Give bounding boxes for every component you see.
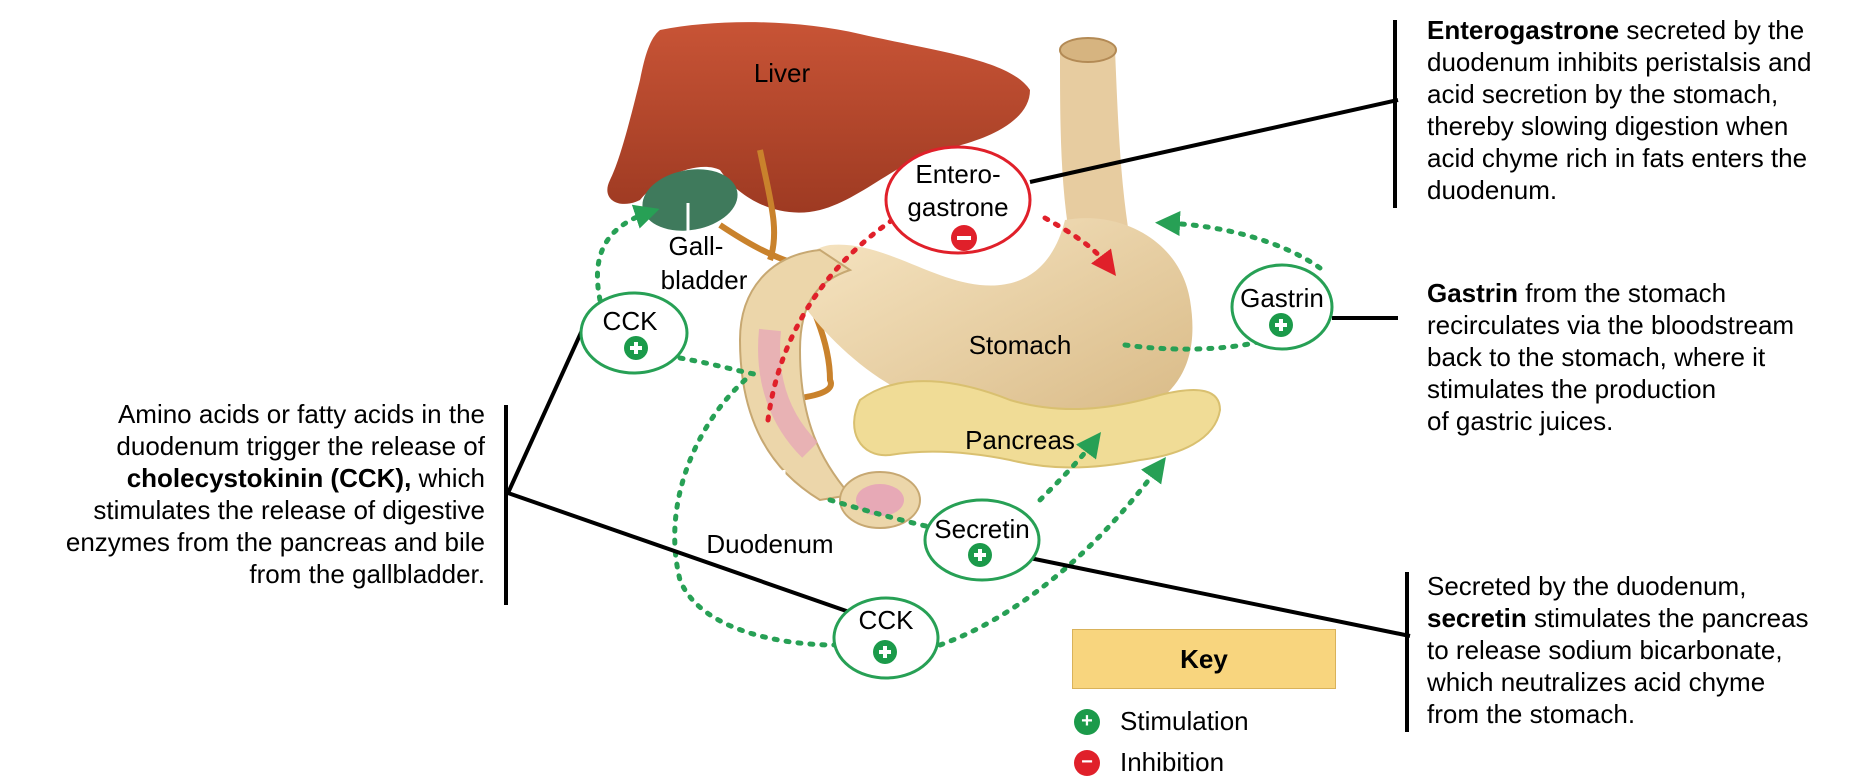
hormone-cck-lower: CCK (834, 598, 938, 678)
gastrin-label: Gastrin (1240, 283, 1324, 313)
desc-text: from the stomach. (1427, 698, 1809, 730)
hormone-gastrin: Gastrin (1232, 265, 1332, 349)
gastrin-term: Gastrin (1427, 278, 1518, 308)
secretin-term: secretin (1427, 603, 1527, 633)
desc-text: stimulates the production (1427, 373, 1794, 405)
enterogastrone-label-2: gastrone (907, 192, 1008, 222)
desc-text: duodenum trigger the release of (66, 430, 485, 462)
cck-description: Amino acids or fatty acids in the duoden… (66, 398, 485, 590)
desc-text: of gastric juices. (1427, 405, 1794, 437)
key-title-text: Key (1180, 644, 1228, 675)
stomach-label: Stomach (969, 330, 1072, 360)
desc-text: enzymes from the pancreas and bile (66, 526, 485, 558)
gallbladder-label-2: bladder (661, 265, 748, 295)
desc-text: duodenum inhibits peristalsis and (1427, 46, 1811, 78)
desc-text: from the gallbladder. (66, 558, 485, 590)
hormone-secretin: Secretin (925, 500, 1039, 580)
duodenum-label: Duodenum (706, 529, 833, 559)
key-inhibition: − Inhibition (1074, 747, 1224, 778)
desc-text: which neutralizes acid chyme (1427, 666, 1809, 698)
cck-bracket (504, 405, 508, 605)
key-title: Key (1072, 629, 1336, 689)
secretin-bracket (1405, 572, 1409, 732)
gallbladder-label-1: Gall- (669, 231, 724, 261)
enterogastrone-description: Enterogastrone secreted by the duodenum … (1427, 14, 1811, 206)
desc-text: acid secretion by the stomach, (1427, 78, 1811, 110)
desc-text: stimulates the release of digestive (66, 494, 485, 526)
desc-text: to release sodium bicarbonate, (1427, 634, 1809, 666)
desc-text: secreted by the (1619, 15, 1804, 45)
plus-icon: + (1074, 709, 1100, 735)
desc-text: recirculates via the bloodstream (1427, 309, 1794, 341)
pancreas-label: Pancreas (965, 425, 1075, 455)
desc-text: acid chyme rich in fats enters the (1427, 142, 1811, 174)
desc-text: from the stomach (1518, 278, 1726, 308)
desc-text: Secreted by the duodenum, (1427, 570, 1809, 602)
desc-text: duodenum. (1427, 174, 1811, 206)
key-inhibition-label: Inhibition (1120, 747, 1224, 778)
enterogastrone-term: Enterogastrone (1427, 15, 1619, 45)
esophagus-opening (1060, 38, 1116, 62)
enterogastrone-label-1: Entero- (915, 159, 1000, 189)
cck-lower-label: CCK (859, 605, 915, 635)
secretin-label: Secretin (934, 514, 1029, 544)
hormone-enterogastrone: Entero- gastrone (886, 147, 1030, 253)
desc-text: Amino acids or fatty acids in the (66, 398, 485, 430)
secretin-description: Secreted by the duodenum, secretin stimu… (1427, 570, 1809, 730)
minus-icon: − (1074, 750, 1100, 776)
gastrin-description: Gastrin from the stomach recirculates vi… (1427, 277, 1794, 437)
cck-upper-label: CCK (603, 306, 659, 336)
esophagus-shape (1060, 50, 1130, 240)
key-stimulation: + Stimulation (1074, 706, 1249, 737)
key-stimulation-label: Stimulation (1120, 706, 1249, 737)
hormone-cck-upper: CCK (581, 293, 687, 373)
enterogastrone-bracket (1393, 20, 1397, 208)
cck-term: cholecystokinin (CCK), (127, 463, 412, 493)
desc-text: stimulates the pancreas (1527, 603, 1809, 633)
desc-text: which (411, 463, 485, 493)
desc-text: thereby slowing digestion when (1427, 110, 1811, 142)
desc-text: back to the stomach, where it (1427, 341, 1794, 373)
liver-label: Liver (754, 58, 811, 88)
